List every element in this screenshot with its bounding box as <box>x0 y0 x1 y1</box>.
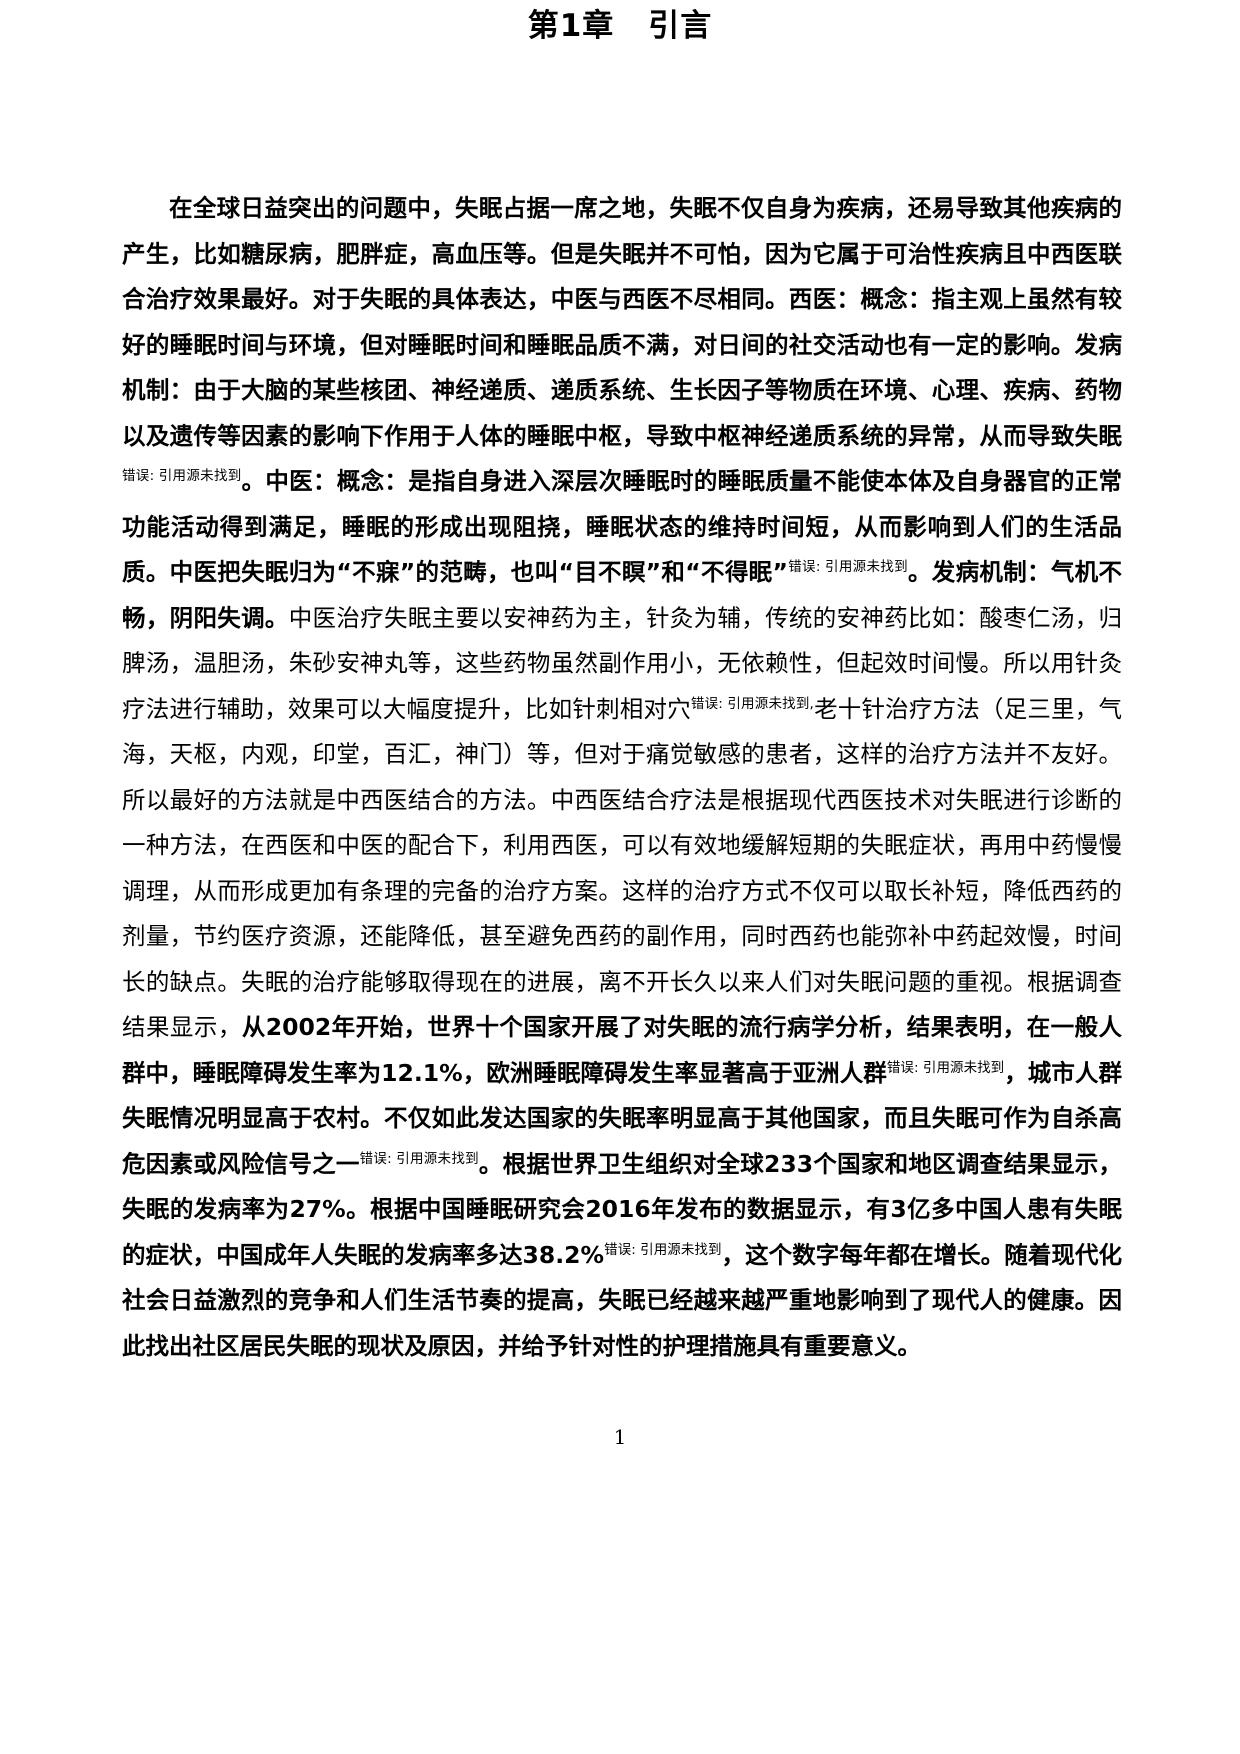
text-segment-2: 。中医：概念：是指自身进入深层次睡眠时的睡眠质量不能使本体及自身器官的正常功能活… <box>122 467 1123 586</box>
text-segment-1: 在全球日益突出的问题中，失眠占据一席之地，失眠不仅自身为疾病，还易导致其他疾病的… <box>122 194 1122 450</box>
text-segment-7: ，城市人群失眠情况明显高于农村。不仅如此发达国家的失眠率明显高于其他国家，而且失… <box>122 1058 1122 1178</box>
text-segment-6: 从2002年开始，世界十个国家开展了对失眠的流行病学分析，结果表明，在一般人群中… <box>122 1013 1123 1087</box>
error-reference-3: 错误: 引用源未找到, <box>690 695 814 712</box>
text-segment-9: ，这个数字每年都在增长。随着现代化社会日益激烈的竞争和人们生活节奏的提高，失眠已… <box>122 1240 1123 1360</box>
error-reference-2: 错误: 引用源未找到 <box>787 559 908 576</box>
page-body: 在全球日益突出的问题中，失眠占据一席之地，失眠不仅自身为疾病，还易导致其他疾病的… <box>122 186 1122 1369</box>
text-segment-8: 。根据世界卫生组织对全球233个国家和地区调查结果显示，失眠的发病率为27%。根… <box>122 1149 1122 1269</box>
error-reference-5: 错误: 引用源未找到 <box>359 1150 479 1167</box>
page-number: 1 <box>613 1425 627 1449</box>
page-title: 第1章引言 <box>0 0 1240 45</box>
chapter-number: 第1章 <box>527 8 615 44</box>
error-reference-6: 错误: 引用源未找到 <box>604 1241 722 1258</box>
intro-paragraph: 在全球日益突出的问题中，失眠占据一席之地，失眠不仅自身为疾病，还易导致其他疾病的… <box>122 186 1122 1369</box>
text-segment-5: 老十针治疗方法（足三里，气海，天枢，内观，印堂，百汇，神门）等，但对于痛觉敏感的… <box>122 694 1123 1042</box>
error-reference-4: 错误: 引用源未找到 <box>886 1059 1005 1076</box>
text-segment-3: 。发病机制：气机不畅，阴阳失调。 <box>122 558 1123 632</box>
text-segment-4: 中医治疗失眠主要以安神药为主，针灸为辅，传统的安神药比如：酸枣仁汤，归脾汤，温胆… <box>122 603 1123 723</box>
chapter-name: 引言 <box>648 8 713 44</box>
error-reference-1: 错误: 引用源未找到 <box>122 468 242 485</box>
